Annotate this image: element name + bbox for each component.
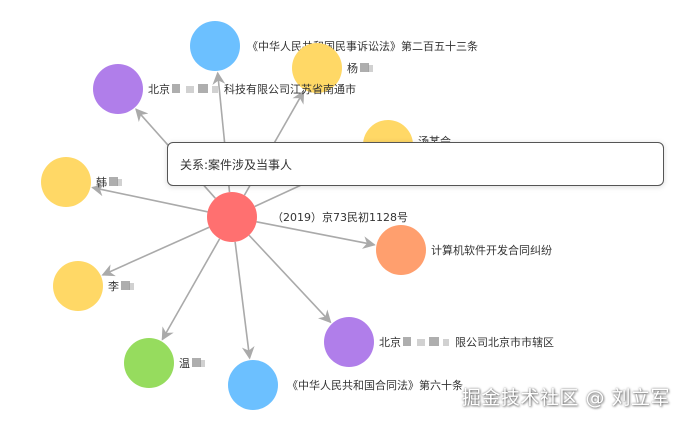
mosaic-block — [200, 360, 205, 367]
mosaic-block — [117, 179, 122, 186]
edge-case-person3[interactable] — [91, 183, 208, 213]
node-person4[interactable]: 李 — [53, 261, 134, 311]
node-circle-law1[interactable] — [190, 21, 240, 71]
tooltip-prefix: 关系: — [180, 157, 209, 172]
node-label-case: （2019）京73民初1128号 — [272, 210, 408, 224]
mosaic-block — [429, 337, 439, 346]
node-label-tail-company1: 科技有限公司江苏省南通市 — [224, 82, 356, 96]
edge-case-law2[interactable] — [234, 241, 255, 360]
node-label-law2: 《中华人民共和国合同法》第六十条 — [287, 378, 463, 392]
node-label-company2: 北京 — [379, 335, 401, 349]
mosaic-block — [121, 281, 130, 290]
mosaic-block — [368, 65, 373, 72]
node-label-person1: 杨 — [347, 61, 358, 75]
watermark: 掘金技术社区 @ 刘立军 — [461, 387, 670, 409]
node-circle-person5[interactable] — [124, 338, 174, 388]
edge-case-company2[interactable] — [248, 234, 332, 324]
node-label-tail-company2: 限公司北京市市辖区 — [455, 335, 554, 349]
node-person3[interactable]: 韩 — [41, 157, 122, 207]
mosaic-block — [212, 86, 218, 93]
node-label-company1: 北京 — [148, 82, 170, 96]
mosaic-block — [198, 84, 208, 93]
mosaic-block — [129, 283, 134, 290]
node-law2[interactable]: 《中华人民共和国合同法》第六十条 — [228, 360, 463, 410]
node-circle-person1[interactable] — [292, 43, 342, 93]
mosaic-block — [172, 84, 180, 93]
node-circle-case[interactable] — [207, 192, 257, 242]
tooltip-relation: 案件涉及当事人 — [208, 157, 293, 172]
node-cause1[interactable]: 计算机软件开发合同纠纷 — [376, 225, 552, 275]
node-circle-law2[interactable] — [228, 360, 278, 410]
node-label-person3: 韩 — [96, 175, 107, 189]
mosaic-block — [403, 337, 411, 346]
mosaic-block — [192, 358, 201, 367]
node-person1[interactable]: 杨 — [292, 43, 373, 93]
nodes-layer: 《中华人民共和国民事诉讼法》第二百五十三条杨北京科技有限公司江苏省南通市汤某会韩… — [41, 21, 554, 410]
node-circle-company2[interactable] — [324, 317, 374, 367]
edge-case-person5[interactable] — [161, 238, 221, 341]
node-circle-company1[interactable] — [93, 64, 143, 114]
node-circle-person4[interactable] — [53, 261, 103, 311]
edge-case-person4[interactable] — [101, 226, 210, 277]
node-label-person5: 温 — [179, 357, 190, 370]
node-company1[interactable]: 北京 科技有限公司江苏省南通市 — [93, 64, 356, 114]
mosaic-block — [417, 339, 425, 346]
edge-case-cause1[interactable] — [256, 221, 376, 249]
mosaic-block — [109, 177, 118, 186]
node-company2[interactable]: 北京 限公司北京市市辖区 — [324, 317, 554, 367]
node-circle-person3[interactable] — [41, 157, 91, 207]
node-case[interactable]: （2019）京73民初1128号 — [207, 192, 408, 242]
mosaic-block — [186, 86, 194, 93]
node-person5[interactable]: 温 — [124, 338, 205, 388]
node-label-person4: 李 — [108, 279, 119, 293]
node-circle-cause1[interactable] — [376, 225, 426, 275]
relation-tooltip: 关系: 案件涉及当事人 — [167, 142, 664, 186]
mosaic-block — [360, 63, 369, 72]
mosaic-block — [443, 339, 449, 346]
node-label-cause1: 计算机软件开发合同纠纷 — [431, 243, 552, 257]
node-label-law1: 《中华人民共和国民事诉讼法》第二百五十三条 — [247, 39, 478, 53]
